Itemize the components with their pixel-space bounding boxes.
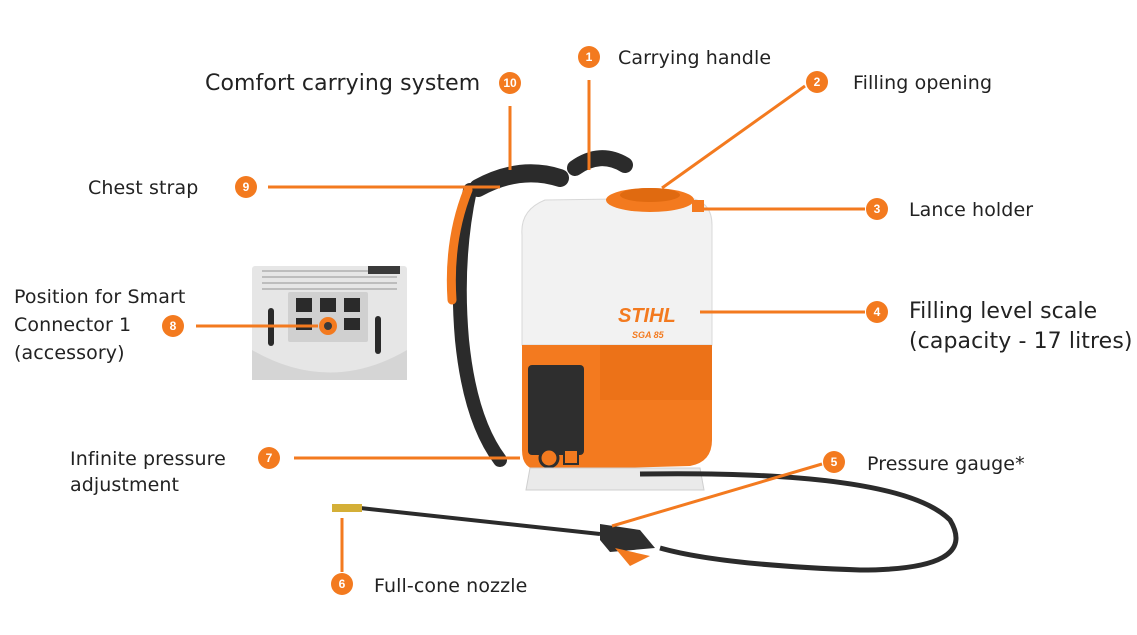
model-text: SGA 85 <box>632 330 665 340</box>
callout-badge-8: 8 <box>162 315 184 337</box>
callout-badge-2: 2 <box>806 71 828 93</box>
label-filling-opening: Filling opening <box>853 72 993 94</box>
callout-badge-7: 7 <box>258 447 280 469</box>
label-smart-connector-2: Connector 1 <box>14 314 132 336</box>
callout-badge-4: 4 <box>866 301 888 323</box>
callout-badge-3: 3 <box>866 198 888 220</box>
callout-badge-5: 5 <box>823 451 845 473</box>
callout-badge-9: 9 <box>235 176 257 198</box>
label-filling-level-scale: Filling level scale <box>909 299 1098 324</box>
label-chest-strap: Chest strap <box>88 177 199 199</box>
label-capacity: (capacity - 17 litres) <box>909 329 1133 354</box>
label-pressure-gauge: Pressure gauge* <box>867 453 1025 475</box>
smart-connector-inset <box>252 266 407 380</box>
label-carrying-handle: Carrying handle <box>618 47 772 69</box>
callout-badge-10: 10 <box>499 72 521 94</box>
carrying-straps <box>446 150 633 467</box>
leader-line-2 <box>661 84 806 190</box>
brand-logo-text: STIHL <box>618 305 676 327</box>
label-adjustment: adjustment <box>70 474 180 496</box>
callout-badge-6: 6 <box>331 573 353 595</box>
label-smart-connector-3: (accessory) <box>14 342 125 364</box>
label-full-cone-nozzle: Full-cone nozzle <box>374 575 528 597</box>
hose-and-lance <box>332 471 959 573</box>
tank: STIHL SGA 85 <box>521 188 713 491</box>
leader-line-5 <box>611 462 823 528</box>
leader-lines <box>196 80 865 572</box>
label-comfort-carrying-system: Comfort carrying system <box>205 71 481 96</box>
label-infinite-pressure: Infinite pressure <box>70 448 226 470</box>
callout-badge-1: 1 <box>578 46 600 68</box>
label-smart-connector-1: Position for Smart <box>14 286 186 308</box>
label-lance-holder: Lance holder <box>909 199 1034 221</box>
